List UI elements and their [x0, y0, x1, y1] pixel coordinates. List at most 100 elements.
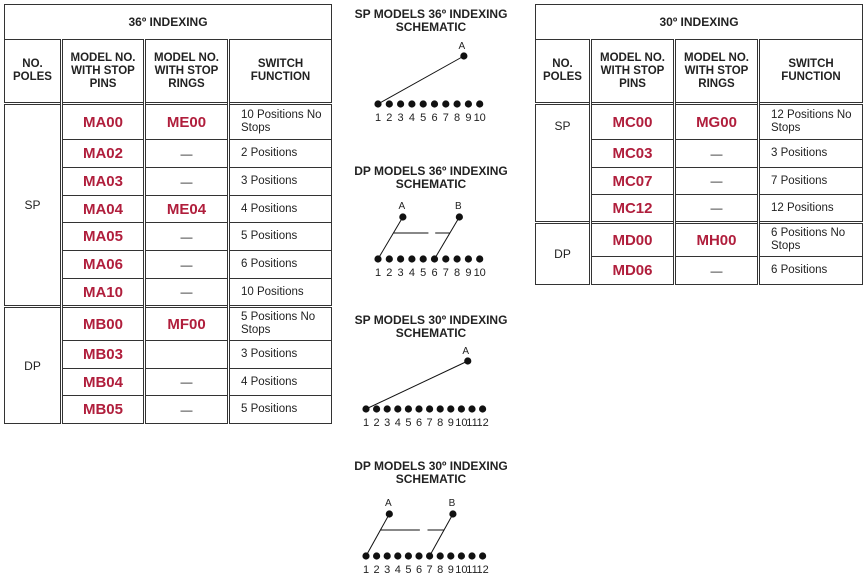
position-number: 6 — [431, 267, 437, 279]
position-number: 6 — [416, 564, 422, 576]
position-number: 7 — [427, 564, 433, 576]
contact-dot — [397, 255, 405, 263]
model-pin: MD06 — [590, 256, 676, 285]
poles-cell: DP — [535, 221, 592, 285]
contact-dot — [447, 552, 455, 560]
schematic-title-line1: DP MODELS 36º INDEXING — [354, 164, 508, 178]
schematic-title: SP MODELS 30º INDEXING SCHEMATIC — [331, 314, 531, 340]
contact-dot — [442, 100, 450, 108]
common-terminal-a — [464, 357, 472, 365]
common-terminal-a — [385, 510, 393, 518]
model-pin: MA06 — [61, 250, 146, 279]
model-ring: MG00 — [674, 102, 760, 140]
terminal-label-a: A — [385, 498, 392, 509]
contact-dot — [436, 552, 444, 560]
table-title: 36º INDEXING — [3, 4, 333, 40]
switch-function: 12 Positions — [757, 194, 864, 223]
contact-dot — [415, 405, 423, 413]
contact-dot — [415, 552, 423, 560]
position-number: 4 — [409, 267, 415, 279]
position-number: 11 — [466, 564, 477, 576]
position-number: 1 — [375, 112, 381, 124]
switch-function: 3 Positions — [227, 340, 333, 369]
position-number: 7 — [443, 267, 449, 279]
position-number: 4 — [395, 564, 401, 576]
schematic-title: DP MODELS 30º INDEXING SCHEMATIC — [331, 460, 531, 486]
contact-dot — [404, 405, 412, 413]
contact-dot — [457, 405, 465, 413]
contact-dot — [397, 100, 405, 108]
position-number: 10 — [455, 417, 467, 429]
switch-function: 4 Positions — [227, 195, 333, 223]
switch-function: 5 Positions — [227, 395, 333, 424]
model-pin: MA10 — [61, 278, 146, 307]
contact-dot — [468, 405, 476, 413]
model-ring — [144, 340, 230, 369]
header-stop-rings: MODEL NO. WITH STOP RINGS — [144, 39, 230, 104]
model-pin: MB03 — [61, 340, 146, 369]
model-ring: — — [144, 368, 230, 396]
position-number: 9 — [465, 112, 471, 124]
position-number: 6 — [416, 417, 422, 429]
position-number: 1 — [363, 564, 369, 576]
switch-function: 7 Positions — [757, 167, 864, 195]
schematic-title-line2: SCHEMATIC — [395, 326, 467, 340]
switch-function: 3 Positions — [757, 139, 864, 168]
wiper-arm-a — [377, 216, 404, 260]
contact-dot — [408, 255, 416, 263]
model-ring: — — [674, 139, 760, 168]
position-number: 5 — [420, 267, 426, 279]
position-number: 2 — [386, 112, 392, 124]
position-number: 9 — [448, 564, 454, 576]
switch-function: 5 Positions No Stops — [227, 305, 333, 341]
model-pin: MA02 — [61, 139, 146, 168]
common-terminal-a — [399, 213, 407, 221]
position-number: 3 — [398, 267, 404, 279]
schematic-title-line1: SP MODELS 36º INDEXING — [354, 7, 508, 21]
contact-dot — [464, 255, 472, 263]
schematic-title: DP MODELS 36º INDEXING SCHEMATIC — [331, 165, 531, 191]
schematic-title-line2: SCHEMATIC — [395, 177, 467, 191]
contact-dot — [385, 100, 393, 108]
model-ring: MH00 — [674, 221, 760, 257]
contact-dot — [442, 255, 450, 263]
contact-dot — [447, 405, 455, 413]
contact-dot — [468, 552, 476, 560]
model-pin: MC00 — [590, 102, 676, 140]
switch-function: 3 Positions — [227, 167, 333, 196]
position-number: 12 — [476, 417, 488, 429]
model-ring: — — [144, 395, 230, 424]
switch-function: 6 Positions — [757, 256, 864, 285]
position-number: 10 — [474, 267, 486, 279]
header-switch-function: SWITCH FUNCTION — [757, 39, 864, 104]
schematic-title-line2: SCHEMATIC — [395, 472, 467, 486]
model-ring: — — [144, 250, 230, 279]
contact-dot — [453, 255, 461, 263]
contact-dot — [383, 552, 391, 560]
model-pin: MC07 — [590, 167, 676, 195]
model-pin: MA05 — [61, 222, 146, 251]
poles-cell: DP — [4, 305, 63, 424]
switch-function: 10 Positions No Stops — [227, 102, 333, 140]
contact-dot — [430, 100, 439, 108]
position-number: 6 — [431, 112, 437, 124]
contact-dot — [394, 405, 402, 413]
position-number: 10 — [455, 564, 467, 576]
contact-dot — [453, 100, 461, 108]
header-stop-pins: MODEL NO. WITH STOP PINS — [590, 39, 676, 104]
position-number: 2 — [386, 267, 392, 279]
contact-dot — [383, 405, 391, 413]
position-number: 12 — [476, 564, 488, 576]
position-number: 3 — [384, 564, 390, 576]
position-number: 8 — [454, 112, 460, 124]
table-title: 30º INDEXING — [534, 4, 864, 40]
contact-dot — [464, 100, 472, 108]
position-number: 2 — [374, 417, 380, 429]
contact-dot — [373, 405, 381, 413]
model-ring: — — [144, 222, 230, 251]
position-number: 3 — [384, 417, 390, 429]
schematic-title: SP MODELS 36º INDEXING SCHEMATIC — [331, 8, 531, 34]
position-number: 8 — [437, 417, 443, 429]
contact-dot — [426, 405, 434, 413]
